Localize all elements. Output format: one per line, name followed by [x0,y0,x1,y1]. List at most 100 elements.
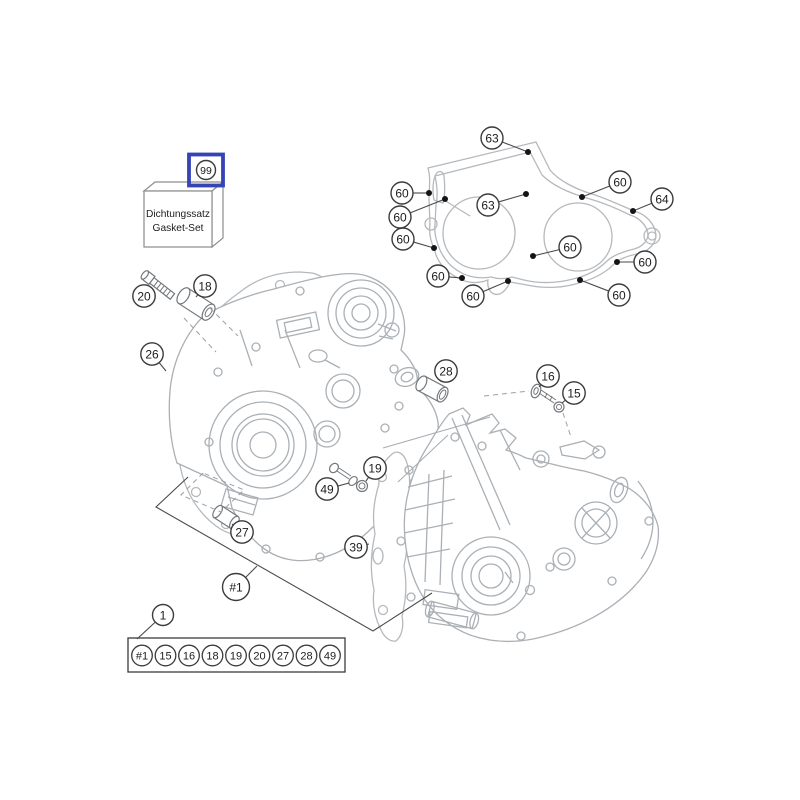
callout-leader [632,202,653,212]
legend-item-label: 28 [300,650,312,662]
washer-16-screw-15-drawing [530,383,565,413]
callout-circle [476,193,500,217]
callout-leader [482,280,509,293]
callout-circle [390,181,414,205]
callout-label: 63 [481,198,495,212]
callout-label: 60 [612,288,626,302]
callout-dot [614,259,620,265]
gasket-box-label-de: Dichtungssatz [146,209,210,220]
legend-item-label: #1 [136,650,148,662]
callout-63[interactable]: 63 [480,126,531,155]
callout-circle [132,284,156,308]
callout-circle [480,126,504,150]
legend-item-circle [225,644,247,667]
callout-circle [195,159,217,181]
callout-28[interactable]: 28 [434,359,458,383]
callout-label: 60 [613,175,627,189]
legend-item-label: 18 [206,650,218,662]
callout-label: 19 [368,461,382,475]
legend-item-circle [178,644,200,667]
callout-dot [442,196,448,202]
callout-leader [245,565,258,578]
callout-60[interactable]: 60 [390,181,432,205]
callout-label: 27 [235,525,249,539]
callout-label: 99 [200,165,212,177]
callout-circle [221,572,251,602]
crankcase-gasket-drawing [424,141,661,296]
legend-item-16: 16 [178,644,200,667]
callout-dot [577,277,583,283]
callout-leader [581,185,610,198]
alignment-lines [180,307,572,513]
callout-label: 60 [563,240,577,254]
callout-60[interactable]: 60 [614,250,657,274]
callout-20[interactable]: 20 [132,284,156,308]
callout-label: 28 [439,364,453,378]
legend-item-circle [319,644,341,667]
callout-99[interactable]: 99 [187,152,225,188]
callout-circle [461,284,485,308]
callout-1[interactable]: #1 [221,565,258,602]
legend-item-label: 15 [159,650,171,662]
callout-dot [579,194,585,200]
legend-item-20: 20 [248,644,271,667]
callout-16[interactable]: 16 [536,364,560,388]
legend-item-circle [201,644,224,667]
right-crankcase-drawing [396,407,660,642]
callout-circle [315,477,339,501]
callout-circle [608,170,632,194]
callout-label: #1 [229,580,243,594]
callout-leader [158,362,167,372]
callout-label: 20 [137,289,151,303]
callout-60[interactable]: 60 [530,235,582,259]
callout-60[interactable]: 60 [461,278,511,308]
callout-label: 16 [541,369,555,383]
legend-item-circle [248,644,271,667]
callout-60[interactable]: 60 [579,170,632,200]
callout-circle [558,235,582,259]
callout-dot [426,190,432,196]
bushing-28-drawing [415,375,449,403]
legend-item-circle [272,644,294,667]
callout-18[interactable]: 18 [193,274,217,298]
callout-circle [151,603,175,627]
callout-label: 49 [320,482,334,496]
legend-item-18: 18 [201,644,224,667]
callout-60[interactable]: 60 [391,227,437,251]
callout-leader [561,399,566,404]
callout-19[interactable]: 19 [363,456,387,482]
callout-leader [410,198,446,214]
gasket-set-box: Dichtungssatz Gasket-Set [142,180,225,249]
callout-dot [530,253,536,259]
callout-circle [633,250,657,274]
legend-item-label: 20 [253,650,265,662]
callout-label: 60 [638,255,652,269]
callout-circle [140,342,164,366]
callout-label: 1 [160,608,167,622]
gasket-box-label-en: Gasket-Set [153,223,204,234]
callout-circle [434,359,458,383]
callout-label: 60 [431,269,445,283]
callout-64[interactable]: 64 [630,187,674,214]
callout-leader [413,241,435,249]
callout-39[interactable]: 39 [344,535,370,559]
legend-item-1: #1 [131,644,153,667]
callout-leader [136,621,156,640]
callout-leader [532,249,560,257]
callout-label: 15 [567,386,581,400]
callout-27[interactable]: 27 [230,520,254,544]
callout-49[interactable]: 49 [315,477,350,501]
callout-26[interactable]: 26 [140,342,167,372]
callout-1[interactable]: 1 [136,603,175,640]
bolt-20-drawing [140,270,176,301]
callout-60[interactable]: 60 [388,196,448,229]
highlight-frame [187,152,225,188]
callout-leader [498,193,527,203]
callout-60[interactable]: 60 [577,277,631,307]
callout-60[interactable]: 60 [426,264,465,288]
callout-15[interactable]: 15 [561,381,586,405]
callout-63[interactable]: 63 [476,191,529,217]
